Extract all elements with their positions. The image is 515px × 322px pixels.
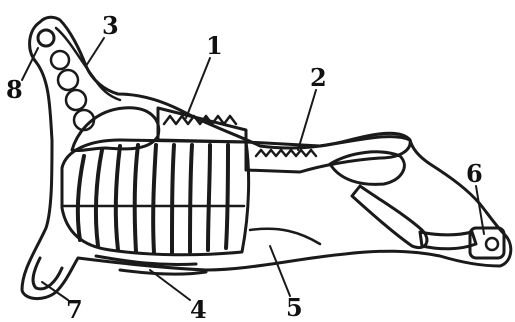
rib — [172, 145, 174, 253]
hock-joint — [486, 238, 498, 250]
label-2: 2 — [310, 63, 327, 92]
vertebra — [51, 51, 69, 69]
lumbar-vertebrae — [256, 150, 316, 156]
skull-socket — [38, 30, 54, 46]
rib — [78, 156, 84, 240]
leader-line-5 — [270, 246, 290, 296]
lumbar-strip — [246, 137, 410, 172]
leader-line-2 — [298, 90, 316, 150]
label-4: 4 — [190, 295, 207, 322]
fore-shank — [33, 258, 62, 289]
rib — [153, 145, 156, 253]
rib — [96, 150, 102, 246]
vertebra — [66, 90, 86, 110]
label-7: 7 — [66, 295, 83, 322]
belly-divider — [250, 229, 320, 244]
rib — [135, 145, 138, 252]
vertebra — [58, 70, 78, 90]
label-5: 5 — [286, 293, 303, 322]
rib — [116, 146, 120, 250]
loin-strip — [158, 108, 246, 142]
label-1: 1 — [206, 31, 223, 60]
leader-line-3 — [86, 38, 104, 66]
label-3: 3 — [102, 11, 119, 40]
rib — [190, 145, 192, 252]
label-6: 6 — [466, 159, 483, 188]
label-8: 8 — [6, 75, 23, 104]
femur-bone — [352, 186, 427, 248]
rib — [208, 145, 210, 250]
leader-line-1 — [186, 58, 210, 118]
rib — [226, 145, 228, 248]
